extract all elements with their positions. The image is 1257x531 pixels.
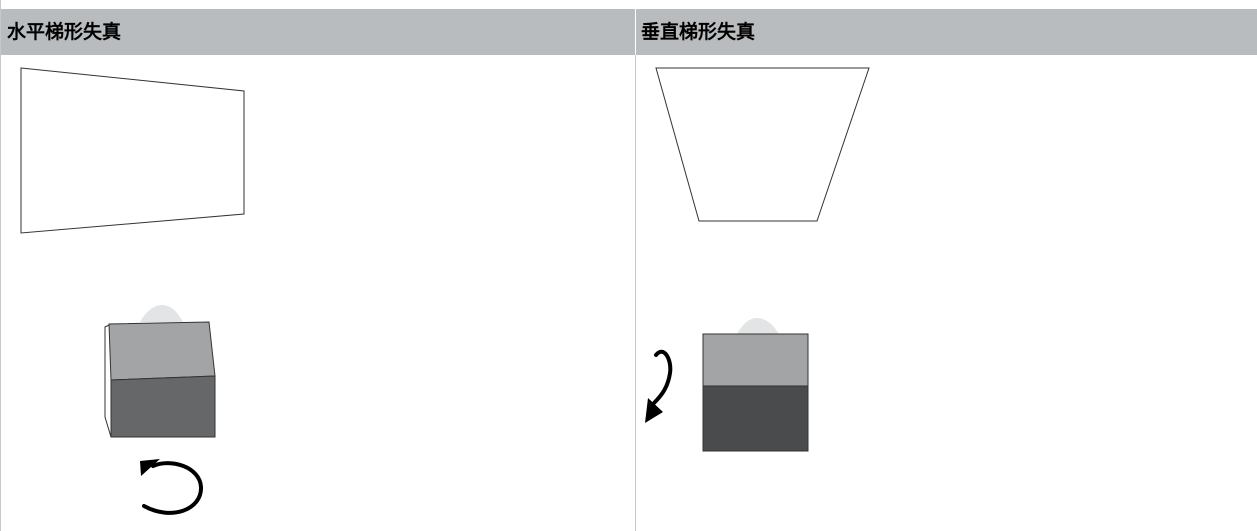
rotate-vertical-arrow-icon <box>645 349 673 423</box>
projector-rotated-icon <box>104 305 216 438</box>
projector-tilted-icon <box>702 318 809 452</box>
projector-top-face <box>108 321 216 381</box>
table-header-row: 水平梯形失真 垂直梯形失真 <box>1 9 1257 55</box>
vertical-keystone-illustration <box>645 67 870 452</box>
projector-lens <box>737 318 779 334</box>
projector-lens <box>140 305 183 322</box>
projector-front-face <box>702 385 809 452</box>
column-header-horizontal-keystone: 水平梯形失真 <box>7 21 122 43</box>
header-divider <box>635 9 636 55</box>
projector-top-face <box>702 333 809 387</box>
column-divider <box>635 55 636 531</box>
projector-front-face <box>110 375 216 438</box>
horizontal-keystone-screen <box>20 67 245 234</box>
vertical-keystone-screen <box>655 67 870 222</box>
rotate-horizontal-arrow-icon <box>140 459 204 515</box>
horizontal-keystone-illustration <box>20 67 245 515</box>
column-header-vertical-keystone: 垂直梯形失真 <box>641 21 756 43</box>
